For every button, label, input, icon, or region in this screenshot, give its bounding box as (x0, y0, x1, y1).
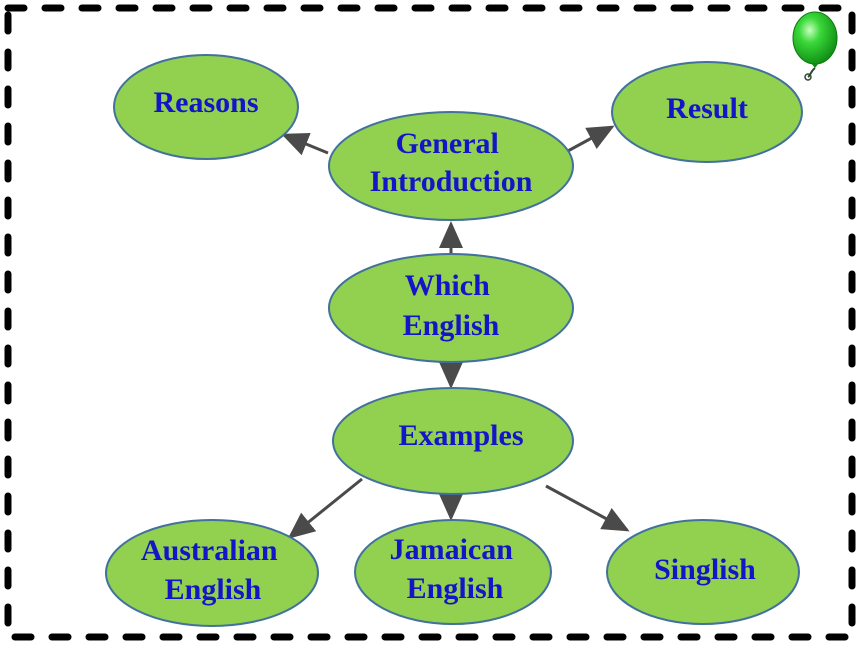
connectors (281, 125, 630, 539)
node-singlish: Singlish (606, 519, 800, 625)
node-jamaican-english: Jamaican English (354, 519, 552, 625)
node-australian-english-label: Australian English (141, 534, 285, 606)
balloon-icon (792, 11, 838, 81)
arrow-examples-to-singlish (545, 484, 630, 532)
node-general-introduction-label: General Introduction (370, 127, 533, 198)
node-singlish-label: Singlish (654, 553, 756, 586)
node-reasons: Reasons (113, 54, 299, 160)
node-result: Result (611, 61, 803, 163)
node-jamaican-english-label: Jamaican English (390, 533, 521, 605)
node-which-english: Which English (328, 253, 574, 363)
node-examples-label: Examples (398, 419, 523, 452)
node-examples: Examples (332, 387, 574, 495)
arrow-examples-to-australian (287, 477, 363, 539)
arrow-general-to-result (565, 125, 615, 154)
node-which-english-label: Which English (403, 269, 500, 342)
dashed-border (4, 4, 856, 641)
arrow-general-to-reasons (281, 132, 329, 156)
node-result-label: Result (666, 92, 748, 125)
node-australian-english: Australian English (105, 519, 319, 627)
node-general-introduction: General Introduction (328, 111, 574, 221)
node-reasons-label: Reasons (153, 86, 258, 119)
